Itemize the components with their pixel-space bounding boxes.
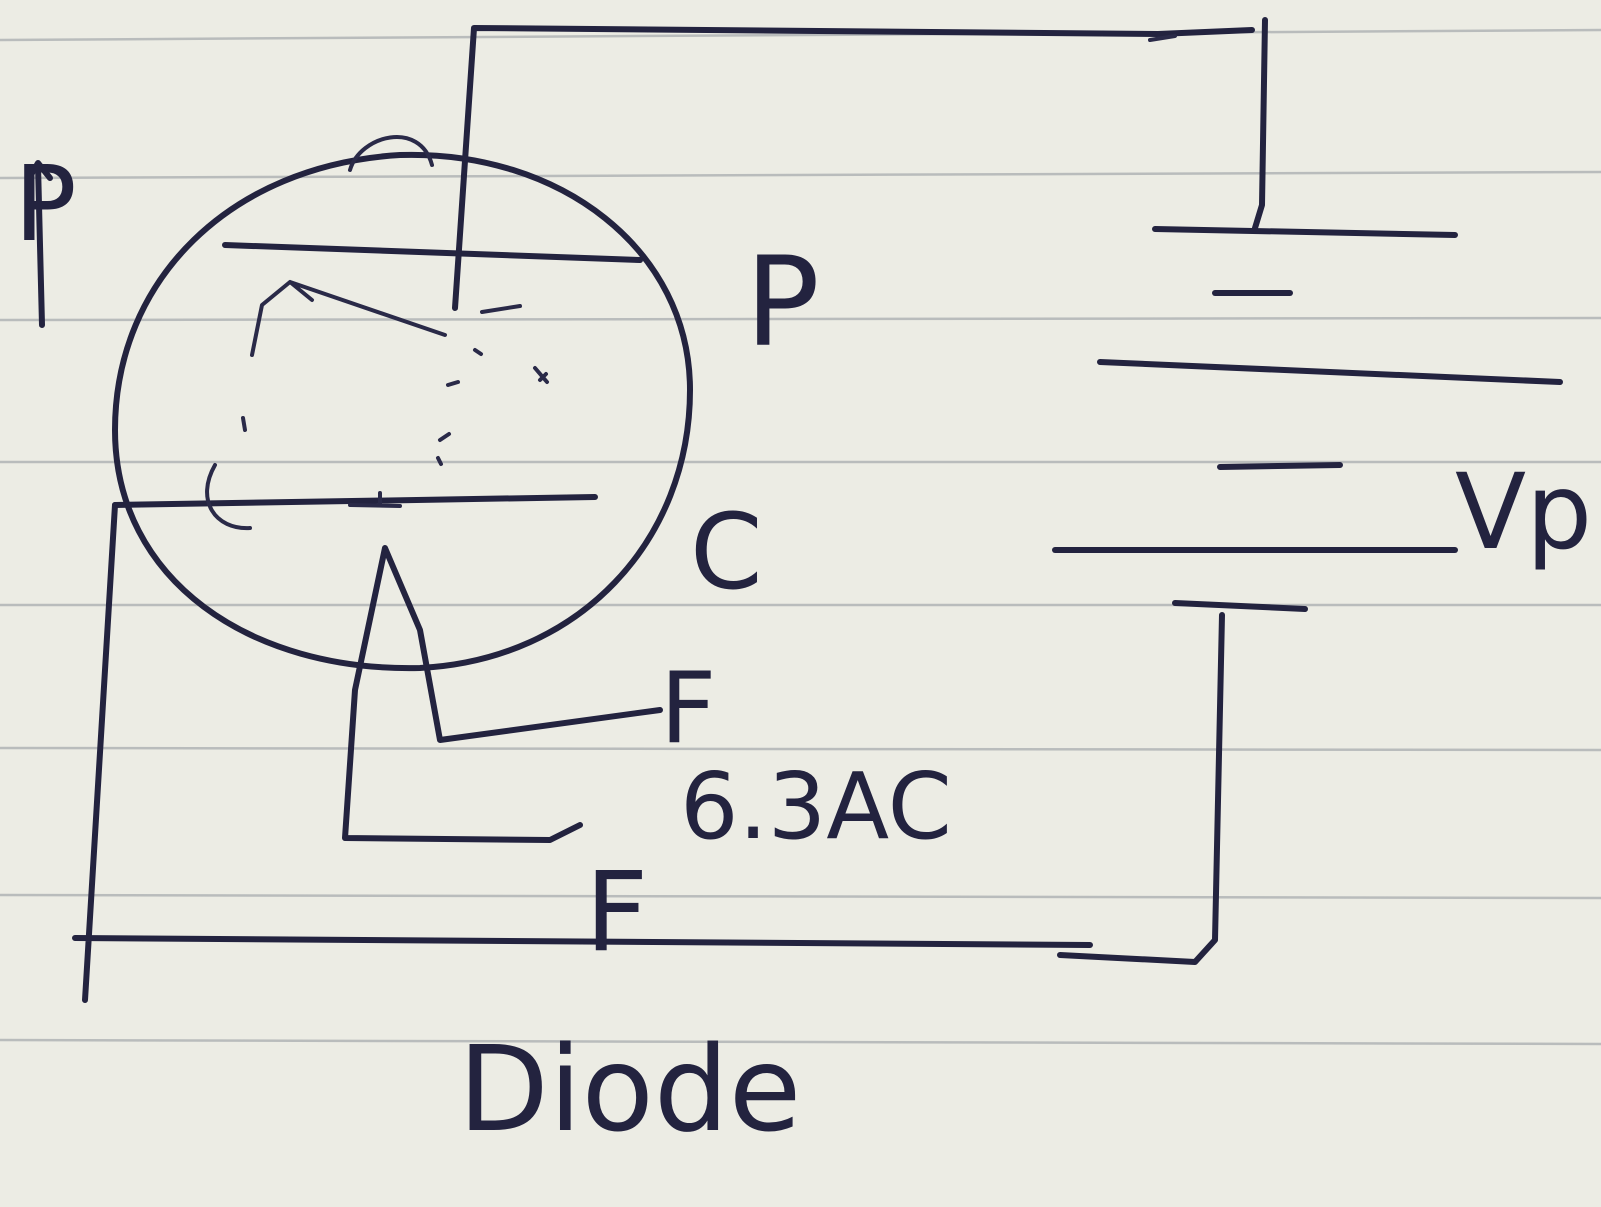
plate-battery [1052,17,1563,965]
envelope-stroke-mark [348,135,434,172]
battery-negative-terminal-wire [1057,612,1225,965]
plate-lead-mark [1148,34,1177,42]
battery-positive-terminal-wire [1252,17,1268,231]
battery-plate-1 [1152,226,1458,238]
tube-envelope [112,151,693,672]
filament-top-label: F [660,652,716,766]
plate-voltage-label: Vp [1455,451,1592,573]
ruled-lines [0,28,1601,1046]
plate-lead-wire [452,25,1255,311]
cathode-return-wire [72,502,1093,1003]
left-arrow-line [35,162,45,328]
plate-left-label: P [14,143,77,265]
battery-plate-6 [1172,600,1308,612]
electron-dots [241,304,549,466]
battery-plate-4 [1217,462,1343,470]
cathode-electrode [112,494,598,508]
battery-plate-3 [1097,359,1563,385]
cathode-label: C [690,491,763,613]
emission-arc [205,463,252,531]
diagram-caption: Diode [458,1020,801,1158]
filament-bottom-label: F [585,848,648,976]
plate-electrode [222,242,643,263]
heater-supply-label: 6.3AC [680,753,952,860]
cathode-tick [348,491,402,508]
filament [342,545,663,843]
electron-flow-arrow [250,280,447,357]
plate-label: P [745,231,820,375]
left-arrow-head [25,160,53,183]
